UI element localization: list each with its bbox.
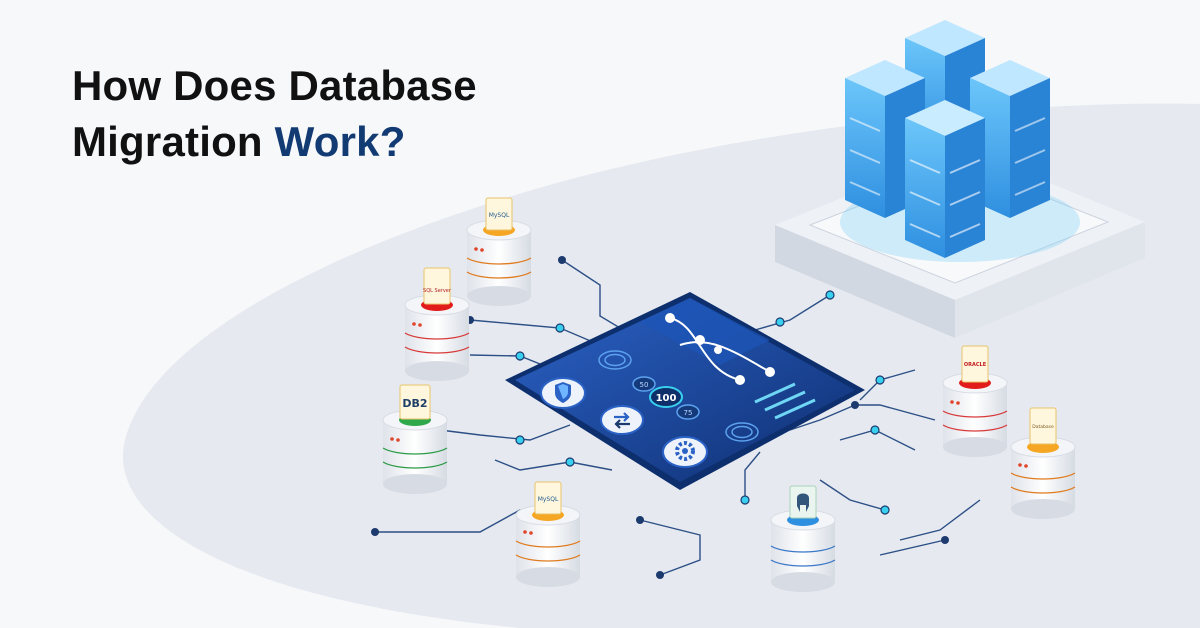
connector-dots [371,256,949,579]
database-other-label: Database [1032,424,1054,430]
elephant-icon [797,493,809,512]
title-line-2: Migration [72,118,275,165]
hub-chip-left-label: 50 [640,381,649,389]
swap-arrows-icon [600,405,644,435]
database-other: Database [1010,407,1076,519]
server-rack-icon [845,20,1050,258]
hub-chip-center: 100 [649,386,683,408]
database-sql-server: SQL Server [404,267,470,381]
database-mysql-top-label: MySQL [489,212,510,219]
database-sql-server-label: SQL Server [423,288,452,294]
hub-chip-right-label: 75 [684,409,693,417]
dna-network-icon [665,313,775,385]
title-accent: Work? [274,118,406,165]
page-title: How Does Database Migration Work? [72,58,477,170]
status-bars [754,382,816,420]
hub-chip-right: 75 [676,404,700,420]
shield-icon [540,377,586,409]
database-mysql-top: MySQL [466,197,532,306]
database-mysql-bottom-label: MySQL [538,496,559,503]
connector-lines [375,259,981,576]
hub-chip-center-label: 100 [656,393,677,404]
hub-rings [598,350,759,442]
database-postgres [770,485,836,592]
gear-icon [662,436,708,468]
title-line-1: How Does Database [72,62,477,109]
database-oracle: ORACLE [942,345,1008,457]
database-oracle-label: ORACLE [964,362,987,368]
database-db2: DB2 [382,384,448,494]
hub-chip-left: 50 [632,376,656,392]
database-db2-label: DB2 [402,397,427,410]
database-mysql-bottom: MySQL [515,481,581,587]
